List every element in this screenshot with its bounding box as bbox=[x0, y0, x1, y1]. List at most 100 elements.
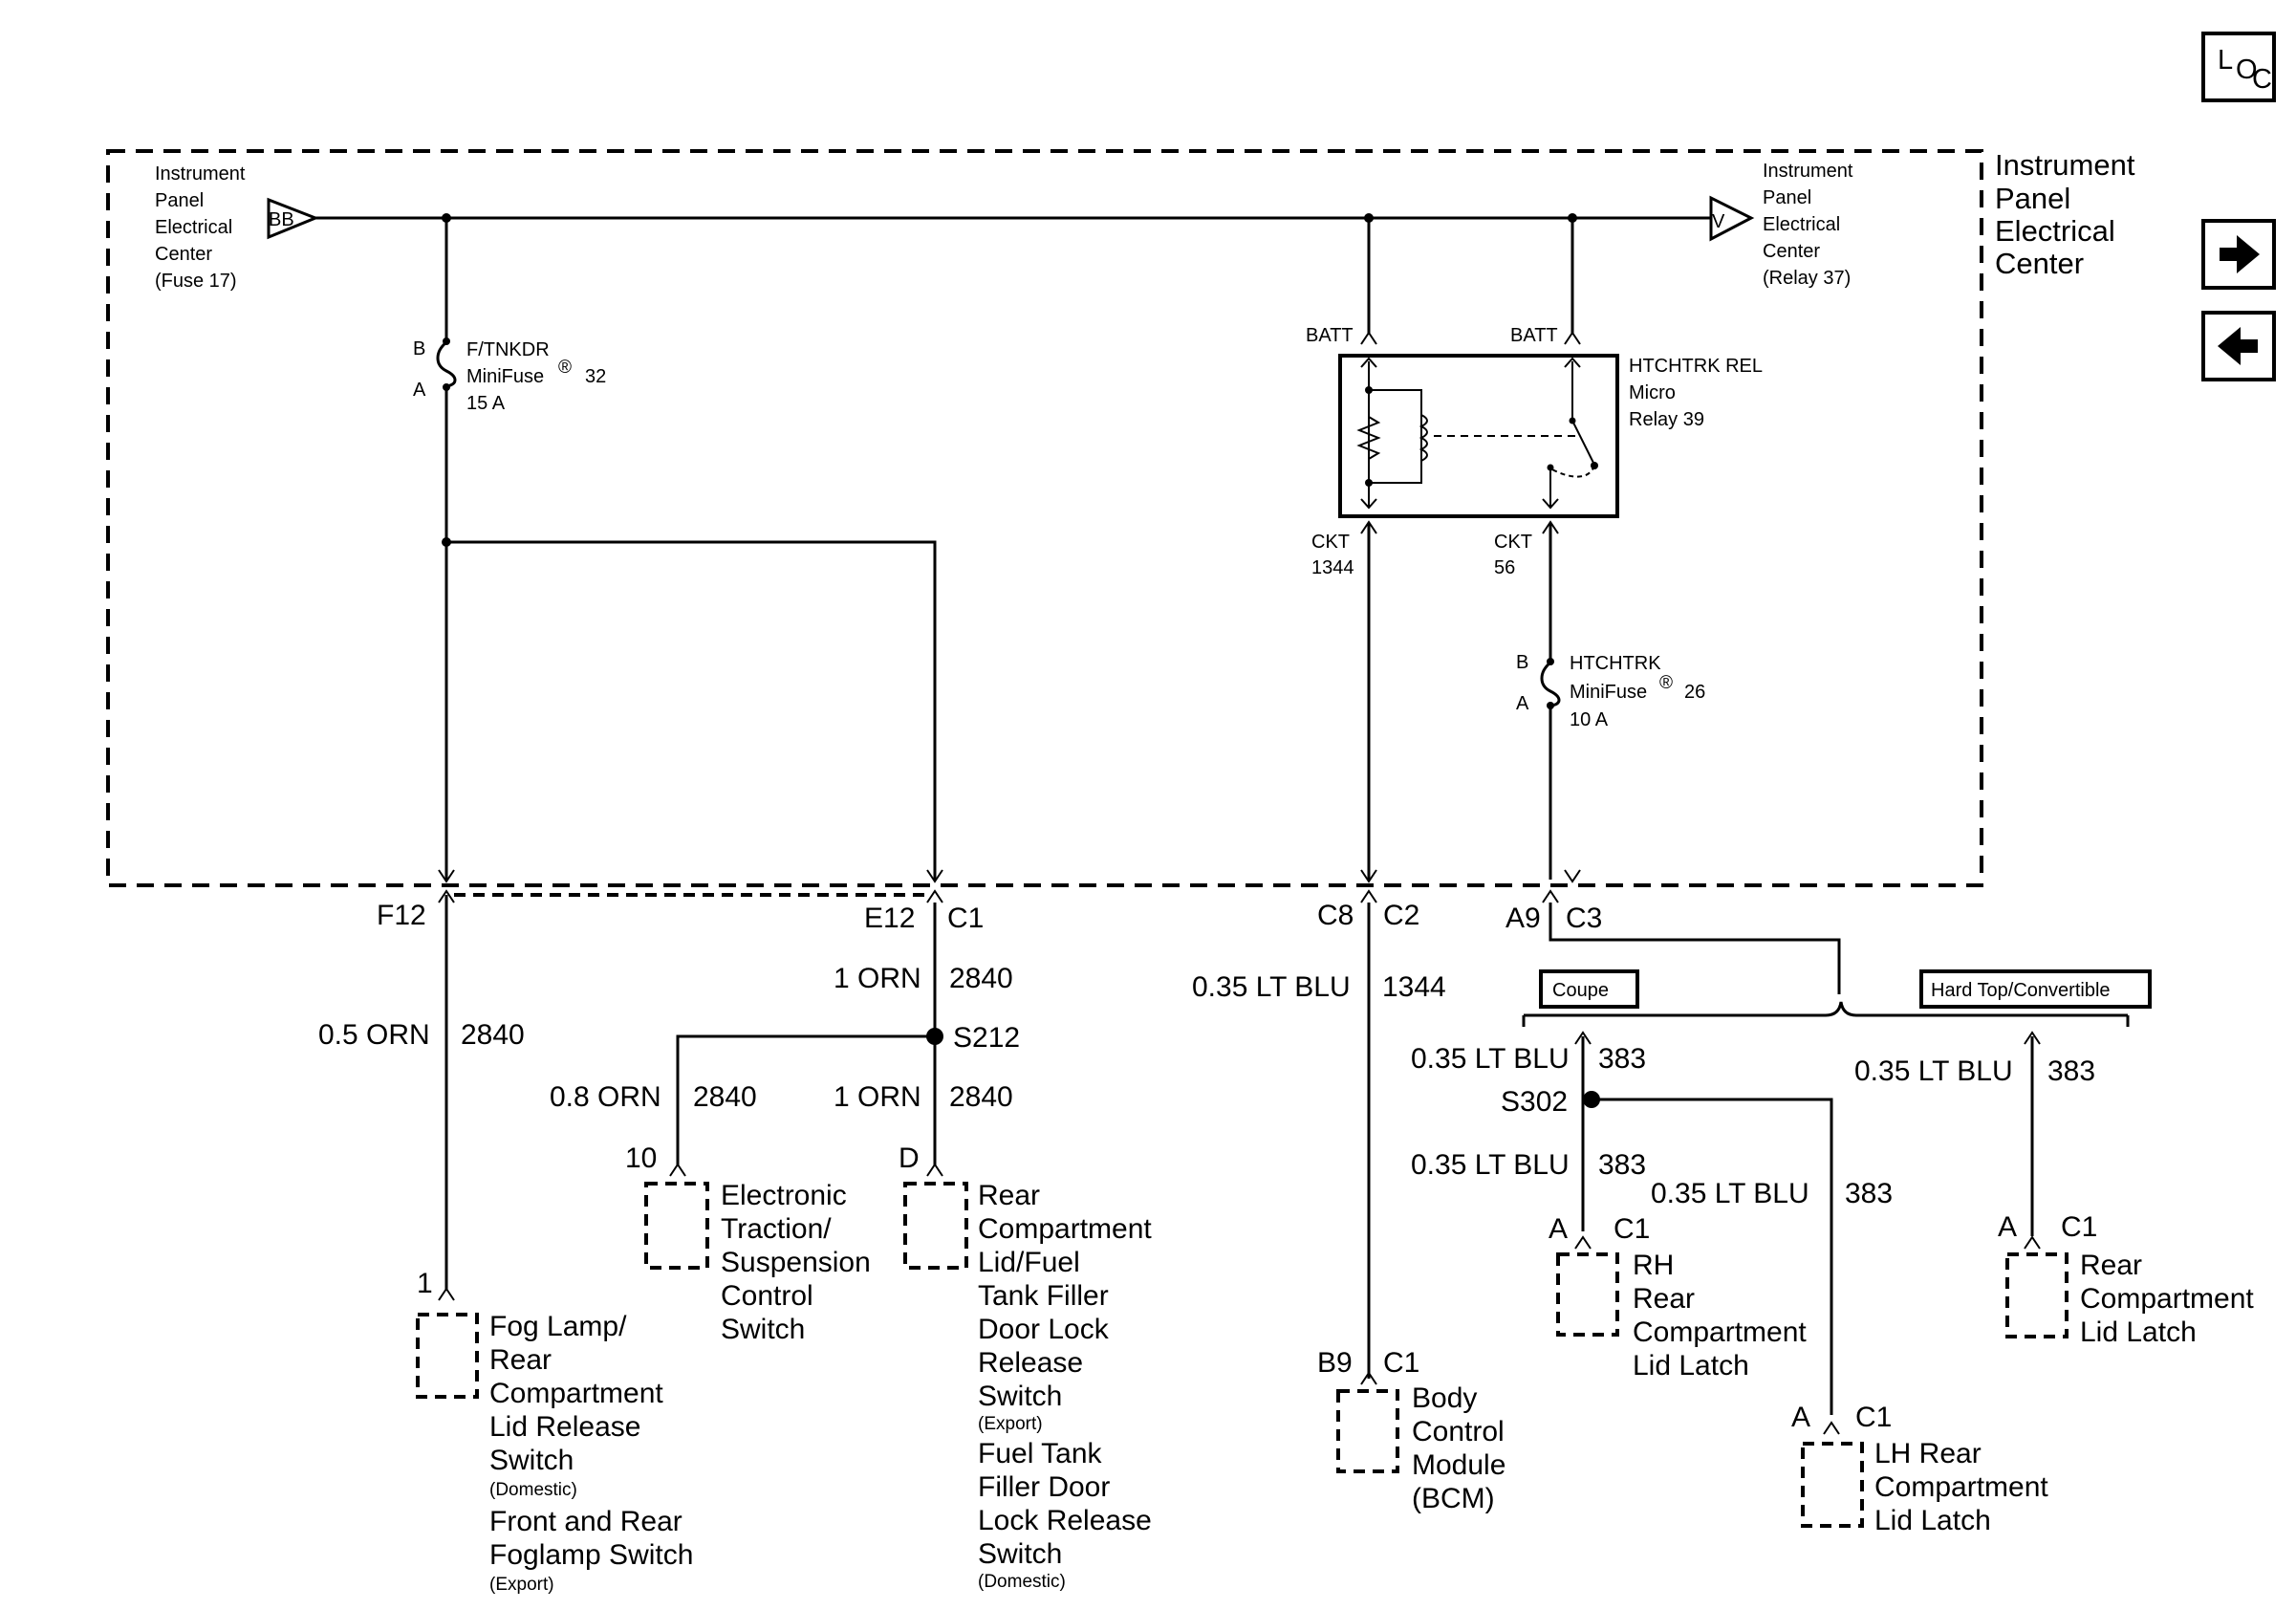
svg-text:1344: 1344 bbox=[1311, 557, 1354, 578]
connector-pin bbox=[1574, 1235, 1592, 1250]
svg-text:Relay 39: Relay 39 bbox=[1629, 409, 1704, 430]
svg-text:(Fuse 17): (Fuse 17) bbox=[155, 271, 237, 292]
pin-label: A bbox=[1791, 1402, 1810, 1433]
svg-text:Suspension: Suspension bbox=[721, 1247, 871, 1278]
relay-internals bbox=[1356, 357, 1598, 510]
fuse-pin-b: B bbox=[413, 338, 425, 359]
connector-pin bbox=[2024, 1031, 2041, 1045]
svg-text:Lock Release: Lock Release bbox=[978, 1505, 1152, 1536]
pin-label: 1 bbox=[417, 1268, 433, 1299]
svg-text:Traction/: Traction/ bbox=[721, 1213, 832, 1245]
svg-text:(Relay 37): (Relay 37) bbox=[1763, 268, 1851, 289]
rear-latch-box bbox=[2005, 1252, 2069, 1338]
pin-label: B9 bbox=[1317, 1347, 1353, 1379]
fog-lamp-switch-label: Fog Lamp/ Rear Compartment Lid Release S… bbox=[489, 1311, 693, 1595]
svg-text:V: V bbox=[1712, 211, 1725, 232]
svg-text:Lid Latch: Lid Latch bbox=[1874, 1505, 1991, 1536]
svg-text:Fog Lamp/: Fog Lamp/ bbox=[489, 1311, 627, 1342]
rear-latch-label: Rear Compartment Lid Latch bbox=[2080, 1250, 2254, 1348]
svg-text:Lid/Fuel: Lid/Fuel bbox=[978, 1247, 1080, 1278]
relay-label: HTCHTRK REL Micro Relay 39 bbox=[1629, 356, 1763, 430]
splice-label: S212 bbox=[953, 1022, 1020, 1054]
svg-text:Switch: Switch bbox=[721, 1314, 805, 1345]
svg-text:MiniFuse: MiniFuse bbox=[466, 366, 544, 387]
arrow-left-icon bbox=[2218, 327, 2258, 365]
svg-text:RH: RH bbox=[1633, 1250, 1674, 1281]
svg-text:HTCHTRK REL: HTCHTRK REL bbox=[1629, 356, 1763, 377]
wire-size-label: 0.35 LT BLU bbox=[1651, 1178, 1809, 1209]
svg-text:Rear: Rear bbox=[978, 1180, 1040, 1211]
svg-text:(Export): (Export) bbox=[978, 1414, 1043, 1434]
traction-switch-label: Electronic Traction/ Suspension Control … bbox=[721, 1180, 871, 1345]
bcm-label: Body Control Module (BCM) bbox=[1412, 1382, 1505, 1514]
svg-text:(Domestic): (Domestic) bbox=[489, 1480, 577, 1500]
right-source-label: Instrument Panel Electrical Center (Rela… bbox=[1763, 161, 1853, 289]
svg-text:F12: F12 bbox=[377, 900, 426, 931]
rear-lid-release-switch-label: Rear Compartment Lid/Fuel Tank Filler Do… bbox=[978, 1180, 1152, 1592]
relay-box bbox=[1338, 354, 1619, 518]
svg-text:Instrument: Instrument bbox=[155, 163, 246, 185]
svg-text:Instrument: Instrument bbox=[1763, 161, 1853, 182]
connector-pin bbox=[1574, 1031, 1592, 1045]
svg-text:A9: A9 bbox=[1505, 903, 1541, 934]
wire-size-label: 1 ORN bbox=[834, 1081, 921, 1113]
connector-pin bbox=[1360, 869, 1377, 883]
circuit-number-label: 383 bbox=[1598, 1043, 1646, 1075]
svg-text:E12: E12 bbox=[864, 903, 915, 934]
next-page-button[interactable] bbox=[2201, 219, 2276, 290]
svg-text:15 A: 15 A bbox=[466, 393, 506, 414]
svg-text:MiniFuse: MiniFuse bbox=[1570, 682, 1647, 703]
connector-f12: F12 bbox=[377, 889, 455, 931]
loc-letter-o: O bbox=[2236, 54, 2258, 85]
ipec-boundary bbox=[106, 149, 1983, 887]
relay-batt-label: BATT bbox=[1510, 325, 1558, 346]
svg-text:Center: Center bbox=[1763, 241, 1820, 262]
connector-e12-c1: E12 C1 bbox=[864, 889, 984, 934]
connector-label: C1 bbox=[1855, 1402, 1892, 1433]
circuit-number-label: 383 bbox=[2047, 1055, 2095, 1087]
bcm-box bbox=[1336, 1389, 1399, 1473]
v-terminal: V bbox=[1709, 195, 1755, 242]
fog-lamp-switch-box bbox=[416, 1313, 479, 1399]
svg-text:Electrical: Electrical bbox=[1763, 214, 1840, 235]
svg-text:(BCM): (BCM) bbox=[1412, 1483, 1495, 1514]
svg-text:Lid Latch: Lid Latch bbox=[2080, 1316, 2197, 1348]
loc-button[interactable]: L O C bbox=[2201, 32, 2276, 102]
svg-text:Rear: Rear bbox=[489, 1344, 552, 1376]
svg-text:Electrical: Electrical bbox=[155, 217, 232, 238]
svg-text:26: 26 bbox=[1684, 682, 1705, 703]
svg-text:CKT: CKT bbox=[1494, 532, 1532, 553]
circuit-number-label: 2840 bbox=[693, 1081, 757, 1113]
svg-text:C3: C3 bbox=[1566, 903, 1602, 934]
loc-letter-l: L bbox=[2218, 45, 2233, 76]
svg-text:Panel: Panel bbox=[155, 190, 204, 211]
svg-text:Electrical: Electrical bbox=[1995, 214, 2115, 248]
circuit-number-label: 383 bbox=[1845, 1178, 1893, 1209]
svg-text:Hard Top/Convertible: Hard Top/Convertible bbox=[1931, 980, 2111, 1001]
svg-text:(Domestic): (Domestic) bbox=[978, 1572, 1066, 1592]
svg-text:BB: BB bbox=[269, 209, 294, 230]
fuse-26-label: HTCHTRK MiniFuse ® 26 10 A bbox=[1570, 653, 1705, 730]
rh-latch-label: RH Rear Compartment Lid Latch bbox=[1633, 1250, 1807, 1382]
svg-text:CKT: CKT bbox=[1311, 532, 1350, 553]
connector-pin bbox=[1542, 520, 1559, 534]
left-source-label: Instrument Panel Electrical Center (Fuse… bbox=[155, 163, 246, 292]
ipec-title: Instrument Panel Electrical Center bbox=[1995, 148, 2135, 280]
prev-page-button[interactable] bbox=[2201, 311, 2276, 381]
svg-text:Fuel Tank: Fuel Tank bbox=[978, 1438, 1103, 1469]
circuit-number-label: 1344 bbox=[1382, 971, 1446, 1003]
svg-text:Rear: Rear bbox=[1633, 1283, 1695, 1315]
svg-text:F/TNKDR: F/TNKDR bbox=[466, 339, 550, 360]
wire-size-label: 0.5 ORN bbox=[318, 1019, 430, 1051]
hardtop-option-label: Hard Top/Convertible bbox=[1919, 969, 2152, 1009]
bb-terminal: BB bbox=[267, 197, 320, 240]
svg-text:Switch: Switch bbox=[978, 1381, 1062, 1412]
ckt-1344-label: CKT 1344 bbox=[1311, 532, 1354, 578]
circuit-number-label: 383 bbox=[1598, 1149, 1646, 1181]
fuse-32-label: F/TNKDR MiniFuse ® 32 15 A bbox=[466, 339, 606, 414]
wire-size-label: 0.35 LT BLU bbox=[1854, 1055, 2013, 1087]
svg-text:Switch: Switch bbox=[489, 1445, 574, 1476]
svg-text:Lid Release: Lid Release bbox=[489, 1411, 640, 1443]
connector-pin bbox=[2024, 1235, 2041, 1250]
circuit-number-label: 2840 bbox=[949, 1081, 1013, 1113]
